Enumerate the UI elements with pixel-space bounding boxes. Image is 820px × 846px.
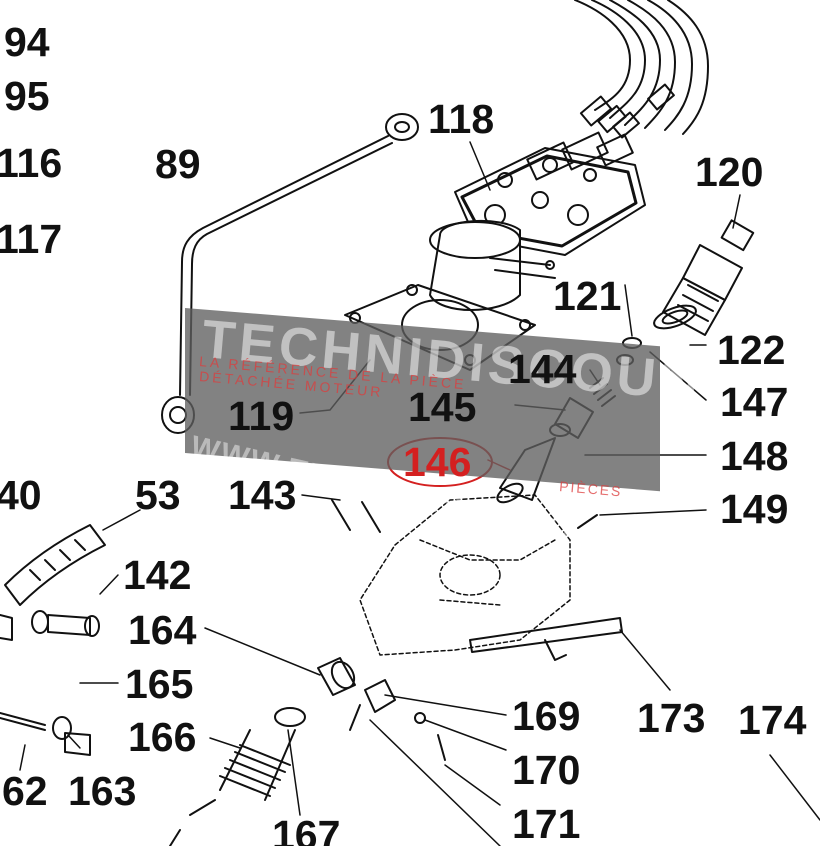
fuel-pipes bbox=[574, 0, 709, 139]
callout-119: 119 bbox=[228, 393, 295, 439]
stud-162 bbox=[0, 712, 46, 731]
callout-116: 116 bbox=[0, 140, 63, 186]
screw-171 bbox=[437, 734, 446, 761]
callout-148: 148 bbox=[720, 433, 789, 479]
bolt-142 bbox=[0, 610, 100, 641]
callout-118: 118 bbox=[428, 96, 495, 142]
bracket-53 bbox=[4, 524, 106, 606]
pump-housing bbox=[359, 494, 571, 656]
spring-166 bbox=[169, 707, 306, 846]
callout-53: 53 bbox=[135, 472, 181, 518]
lever-169 bbox=[349, 679, 396, 731]
injector bbox=[662, 219, 755, 336]
pin-143b bbox=[361, 501, 381, 533]
callout-167: 167 bbox=[272, 812, 341, 846]
washer-122 bbox=[653, 304, 697, 330]
callout-120: 120 bbox=[695, 149, 764, 195]
tube-173 bbox=[469, 617, 623, 661]
callout-117: 117 bbox=[0, 216, 63, 262]
callout-164: 164 bbox=[128, 607, 197, 653]
callout-147: 147 bbox=[720, 379, 789, 425]
callout-166: 166 bbox=[128, 714, 197, 760]
control-rod bbox=[161, 113, 419, 434]
callout-165: 165 bbox=[125, 661, 194, 707]
washer-165 bbox=[52, 716, 72, 740]
callout-122: 122 bbox=[717, 327, 786, 373]
callout-146: 146 bbox=[403, 439, 472, 485]
cap-163 bbox=[64, 732, 91, 756]
callout-94: 94 bbox=[4, 19, 50, 65]
callout-170: 170 bbox=[512, 747, 581, 793]
callout-121: 121 bbox=[553, 273, 622, 319]
callout-142: 142 bbox=[123, 552, 192, 598]
pin-149 bbox=[577, 514, 598, 529]
callout-169: 169 bbox=[512, 693, 581, 739]
callout-62: 62 bbox=[2, 768, 48, 814]
callout-143: 143 bbox=[228, 472, 297, 518]
callout-40: 40 bbox=[0, 472, 42, 518]
callout-149: 149 bbox=[720, 486, 789, 532]
fitting-164 bbox=[317, 657, 356, 696]
callout-171: 171 bbox=[512, 801, 581, 846]
callout-163: 163 bbox=[68, 768, 137, 814]
injection-pump bbox=[429, 131, 646, 311]
callout-174: 174 bbox=[738, 697, 807, 743]
callout-145: 145 bbox=[408, 384, 477, 430]
callout-89: 89 bbox=[155, 141, 201, 187]
nut-170 bbox=[414, 712, 426, 724]
callout-173: 173 bbox=[637, 695, 706, 741]
pin-143a bbox=[331, 499, 351, 531]
callout-95: 95 bbox=[4, 73, 50, 119]
callout-144: 144 bbox=[508, 346, 577, 392]
